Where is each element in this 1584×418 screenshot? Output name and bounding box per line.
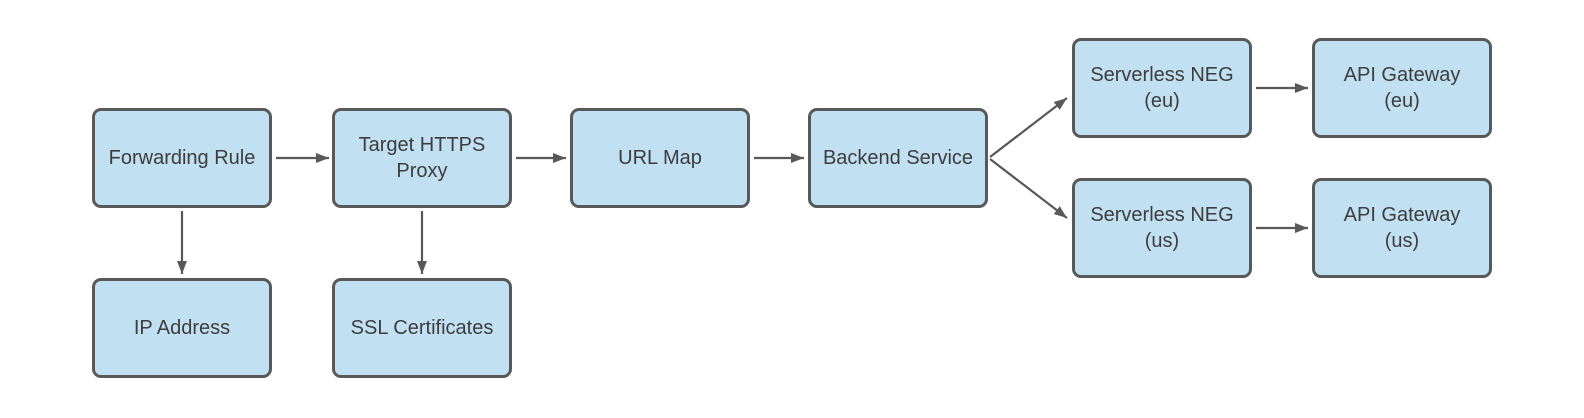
arrow-backend-service-to-serverless-neg-us [989,158,1068,219]
node-target-https-proxy-label: Target HTTPS Proxy [358,134,486,182]
node-serverless-neg-eu-label: Serverless NEG (eu) [1090,64,1234,112]
node-url-map: URL Map [570,108,750,208]
node-url-map-label: URL Map [618,147,702,169]
node-ssl-certificates-label: SSL Certificates [350,317,494,339]
arrow-backend-service-to-serverless-neg-eu [989,97,1068,158]
node-backend-service: Backend Service [808,108,988,208]
node-forwarding-rule-label: Forwarding Rule [108,147,256,169]
node-ip-address: IP Address [92,278,272,378]
node-forwarding-rule: Forwarding Rule [92,108,272,208]
node-backend-service-label: Backend Service [822,147,974,169]
node-api-gateway-us-label: API Gateway (us) [1343,204,1461,252]
node-ssl-certificates: SSL Certificates [332,278,512,378]
node-serverless-neg-us: Serverless NEG (us) [1072,178,1252,278]
node-api-gateway-us: API Gateway (us) [1312,178,1492,278]
node-serverless-neg-eu: Serverless NEG (eu) [1072,38,1252,138]
node-target-https-proxy: Target HTTPS Proxy [332,108,512,208]
node-ip-address-label: IP Address [133,317,231,339]
node-api-gateway-eu-label: API Gateway (eu) [1343,64,1461,112]
node-api-gateway-eu: API Gateway (eu) [1312,38,1492,138]
node-serverless-neg-us-label: Serverless NEG (us) [1090,204,1234,252]
